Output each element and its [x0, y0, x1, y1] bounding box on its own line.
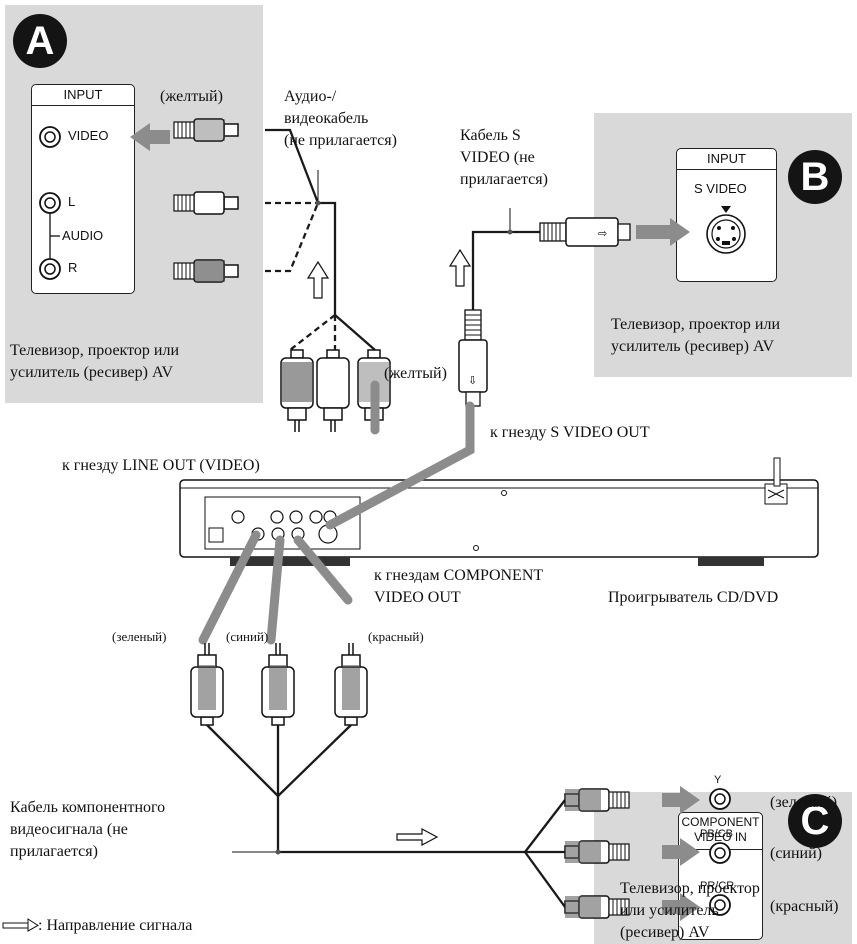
- input-panel-c: COMPONENT VIDEO IN: [678, 812, 763, 940]
- svg-text:⇩: ⇩: [468, 374, 477, 387]
- panel-b-caption-line1: Телевизор, проектор или: [611, 316, 781, 333]
- label-to-component-out-line1: к гнездам COMPONENT: [374, 567, 544, 584]
- svideo-plug-b: ⇨: [539, 217, 631, 247]
- badge-b: B: [788, 150, 842, 204]
- label-av-cable-line2: видеокабель: [284, 110, 369, 127]
- signal-arrow-hollow-c: [396, 828, 439, 846]
- panel-c-caption-line2: или усилитель: [620, 902, 719, 919]
- panel-a-caption-line1: Телевизор, проектор или: [10, 342, 180, 359]
- label-green-left: (зеленый): [112, 629, 167, 644]
- dvd-player: [179, 457, 819, 566]
- panel-a-caption-line2: усилитель (ресивер) AV: [10, 364, 174, 381]
- svideo-cable: [471, 230, 540, 310]
- av-cable: [265, 128, 376, 351]
- av-cable-plugs-a: [173, 118, 239, 283]
- panel-a-jacks: [39, 126, 61, 280]
- component-cable: [206, 724, 566, 908]
- label-yellow-mid: (желтый): [384, 365, 447, 382]
- input-panel-c-header-line1: COMPONENT: [681, 815, 760, 829]
- panel-b-caption-line2: усилитель (ресивер) AV: [611, 338, 775, 355]
- label-component-cable-line1: Кабель компонентного: [10, 799, 166, 816]
- label-to-line-out: к гнезду LINE OUT (VIDEO): [62, 457, 260, 474]
- jack-y-label: Y: [714, 774, 722, 786]
- panel-c-caption-line1: Телевизор, проектор: [620, 880, 760, 897]
- badge-c: C: [788, 794, 842, 848]
- component-plugs-right: [564, 788, 630, 919]
- badge-a: A: [13, 14, 67, 68]
- jack-pr-label: PR/CR: [700, 880, 735, 892]
- label-av-cable-line1: Аудио-/: [284, 88, 337, 105]
- label-green-right: (зеленый): [770, 794, 838, 811]
- svideo-jack-b: [706, 206, 746, 254]
- jack-r-label: R: [68, 260, 78, 275]
- signal-arrows-c: [662, 786, 700, 921]
- jack-video-label: VIDEO: [68, 128, 109, 143]
- label-player: Проигрыватель CD/DVD: [608, 589, 779, 606]
- svideo-plug-player: ⇩: [458, 309, 488, 407]
- input-panel-b-header: INPUT: [677, 149, 776, 170]
- label-component-cable-line2: видеосигнала (не: [10, 821, 128, 838]
- jack-audio-label: AUDIO: [62, 228, 104, 243]
- label-svideo-cable-line2: VIDEO (не: [460, 149, 535, 166]
- label-blue-left: (синий): [226, 629, 269, 644]
- legend-label: : Направление сигнала: [38, 917, 193, 934]
- input-panel-a-header: INPUT: [32, 85, 134, 106]
- connection-pointers: [198, 380, 475, 645]
- label-svideo-cable-line3: прилагается): [460, 171, 548, 188]
- svg-text:⇨: ⇨: [598, 227, 607, 240]
- signal-arrow-hollow-b: [448, 248, 472, 287]
- signal-arrow-hollow-a: [306, 260, 330, 299]
- input-panel-c-header-line2: VIDEO IN: [694, 830, 747, 844]
- label-red-right: (красный): [770, 898, 839, 915]
- label-component-cable-line3: прилагается): [10, 843, 98, 860]
- panel-c-caption-line3: (ресивер) AV: [620, 924, 710, 941]
- signal-arrow-a: [130, 123, 170, 151]
- legend-arrow-icon: [2, 918, 39, 932]
- label-svideo-cable-line1: Кабель S: [460, 127, 521, 144]
- component-plugs-left: [190, 642, 368, 726]
- jack-l-label: L: [68, 194, 76, 209]
- signal-arrow-b: [636, 218, 690, 246]
- label-av-cable-line3: (не прилагается): [284, 132, 397, 149]
- label-red-left: (красный): [368, 629, 424, 644]
- label-yellow-top: (желтый): [160, 88, 223, 105]
- input-panel-c-header: COMPONENT VIDEO IN: [679, 813, 762, 850]
- input-panel-a: INPUT: [31, 84, 135, 294]
- jack-pb-label: PB/CB: [700, 828, 734, 840]
- label-to-component-out-line2: VIDEO OUT: [374, 589, 461, 606]
- label-to-svideo-out: к гнезду S VIDEO OUT: [490, 424, 650, 441]
- jack-svideo-label: S VIDEO: [694, 181, 747, 196]
- label-blue-right: (синий): [770, 845, 823, 862]
